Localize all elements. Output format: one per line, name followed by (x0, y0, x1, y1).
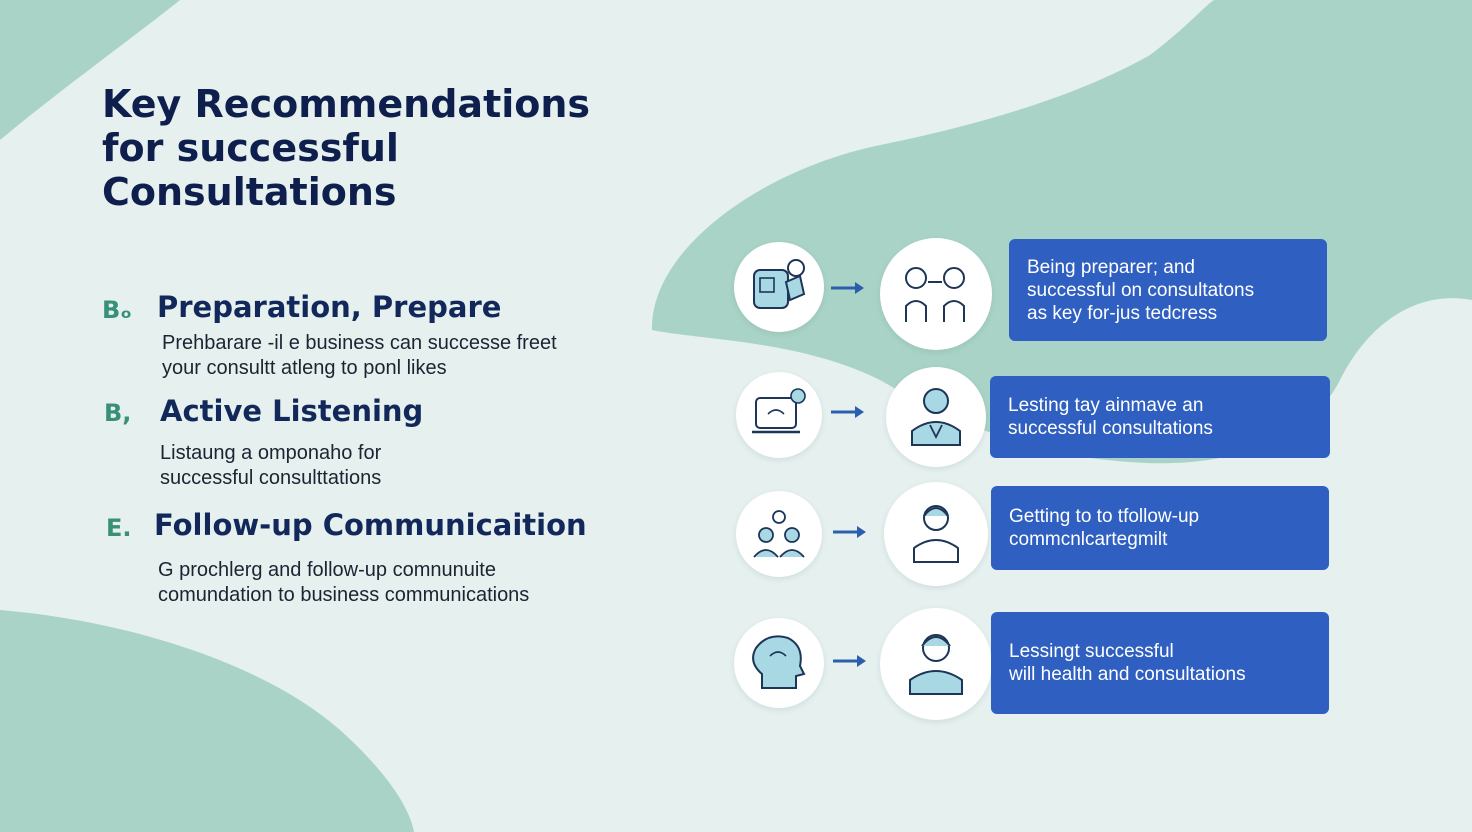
section-body: Prehbarare -il e business can successe f… (162, 331, 557, 381)
info-card: Lesting tay ainmave an successful consul… (990, 376, 1330, 458)
section-heading: Follow-up Communicaition (154, 508, 587, 542)
section-marker: B, (104, 399, 132, 427)
section-body: Listaung a omponaho for successful consu… (160, 441, 381, 491)
bottom-left-blob (0, 610, 414, 832)
info-card: Getting to to tfollow-up commcnlcartegmi… (991, 486, 1329, 570)
doctor-icon (886, 367, 986, 467)
title-line-2: for successful (102, 126, 399, 170)
team-discussion-icon (736, 491, 822, 577)
card-line: Lesting tay ainmave an (1008, 395, 1204, 416)
section-marker: Bₒ (102, 296, 132, 324)
arrow-right-icon (833, 655, 866, 667)
title-line-1: Key Recommendations (102, 82, 591, 126)
info-card: Being preparer; and successful on consul… (1009, 239, 1327, 341)
card-line: commcnlcartegmilt (1009, 529, 1168, 550)
female-doctor-icon (884, 482, 988, 586)
card-line: Lessingt successful (1009, 641, 1174, 662)
right-blob (651, 0, 1472, 464)
card-line: will health and consultations (1009, 664, 1246, 685)
section-body-line: G prochlerg and follow-up comnunuite (158, 559, 496, 581)
page-title: Key Recommendations for successful Consu… (102, 82, 662, 214)
info-card: Lessingt successful will health and cons… (991, 612, 1329, 714)
section-heading: Preparation, Prepare (157, 290, 502, 324)
section-body-line: comundation to business communications (158, 584, 530, 606)
head-profile-icon (734, 618, 824, 708)
card-line: successful consultations (1008, 418, 1213, 439)
arrow-right-icon (831, 282, 864, 294)
laptop-chat-icon (736, 372, 822, 458)
section-body-line: Prehbarare -il e business can successe f… (162, 332, 557, 354)
section-body-line: successful consulttations (160, 467, 382, 489)
card-line: successful on consultatons (1027, 279, 1255, 301)
card-line: Being preparer; and (1027, 256, 1195, 278)
section-body-line: your consultt atleng to ponl likes (162, 357, 447, 379)
section-marker: E. (106, 514, 132, 542)
tablet-chat-icon (734, 242, 824, 332)
arrow-right-icon (831, 406, 864, 418)
section-body: G prochlerg and follow-up comnunuite com… (158, 558, 529, 608)
top-left-blob (0, 0, 180, 140)
doctors-meeting-icon (880, 238, 992, 350)
section-heading: Active Listening (160, 394, 424, 428)
title-line-3: Consultations (102, 170, 397, 214)
arrow-right-icon (833, 526, 866, 538)
nurse-icon (880, 608, 992, 720)
card-line: Getting to to tfollow-up (1009, 506, 1200, 527)
section-body-line: Listaung a omponaho for (160, 442, 382, 464)
card-line: as key for-jus tedcress (1027, 302, 1218, 324)
